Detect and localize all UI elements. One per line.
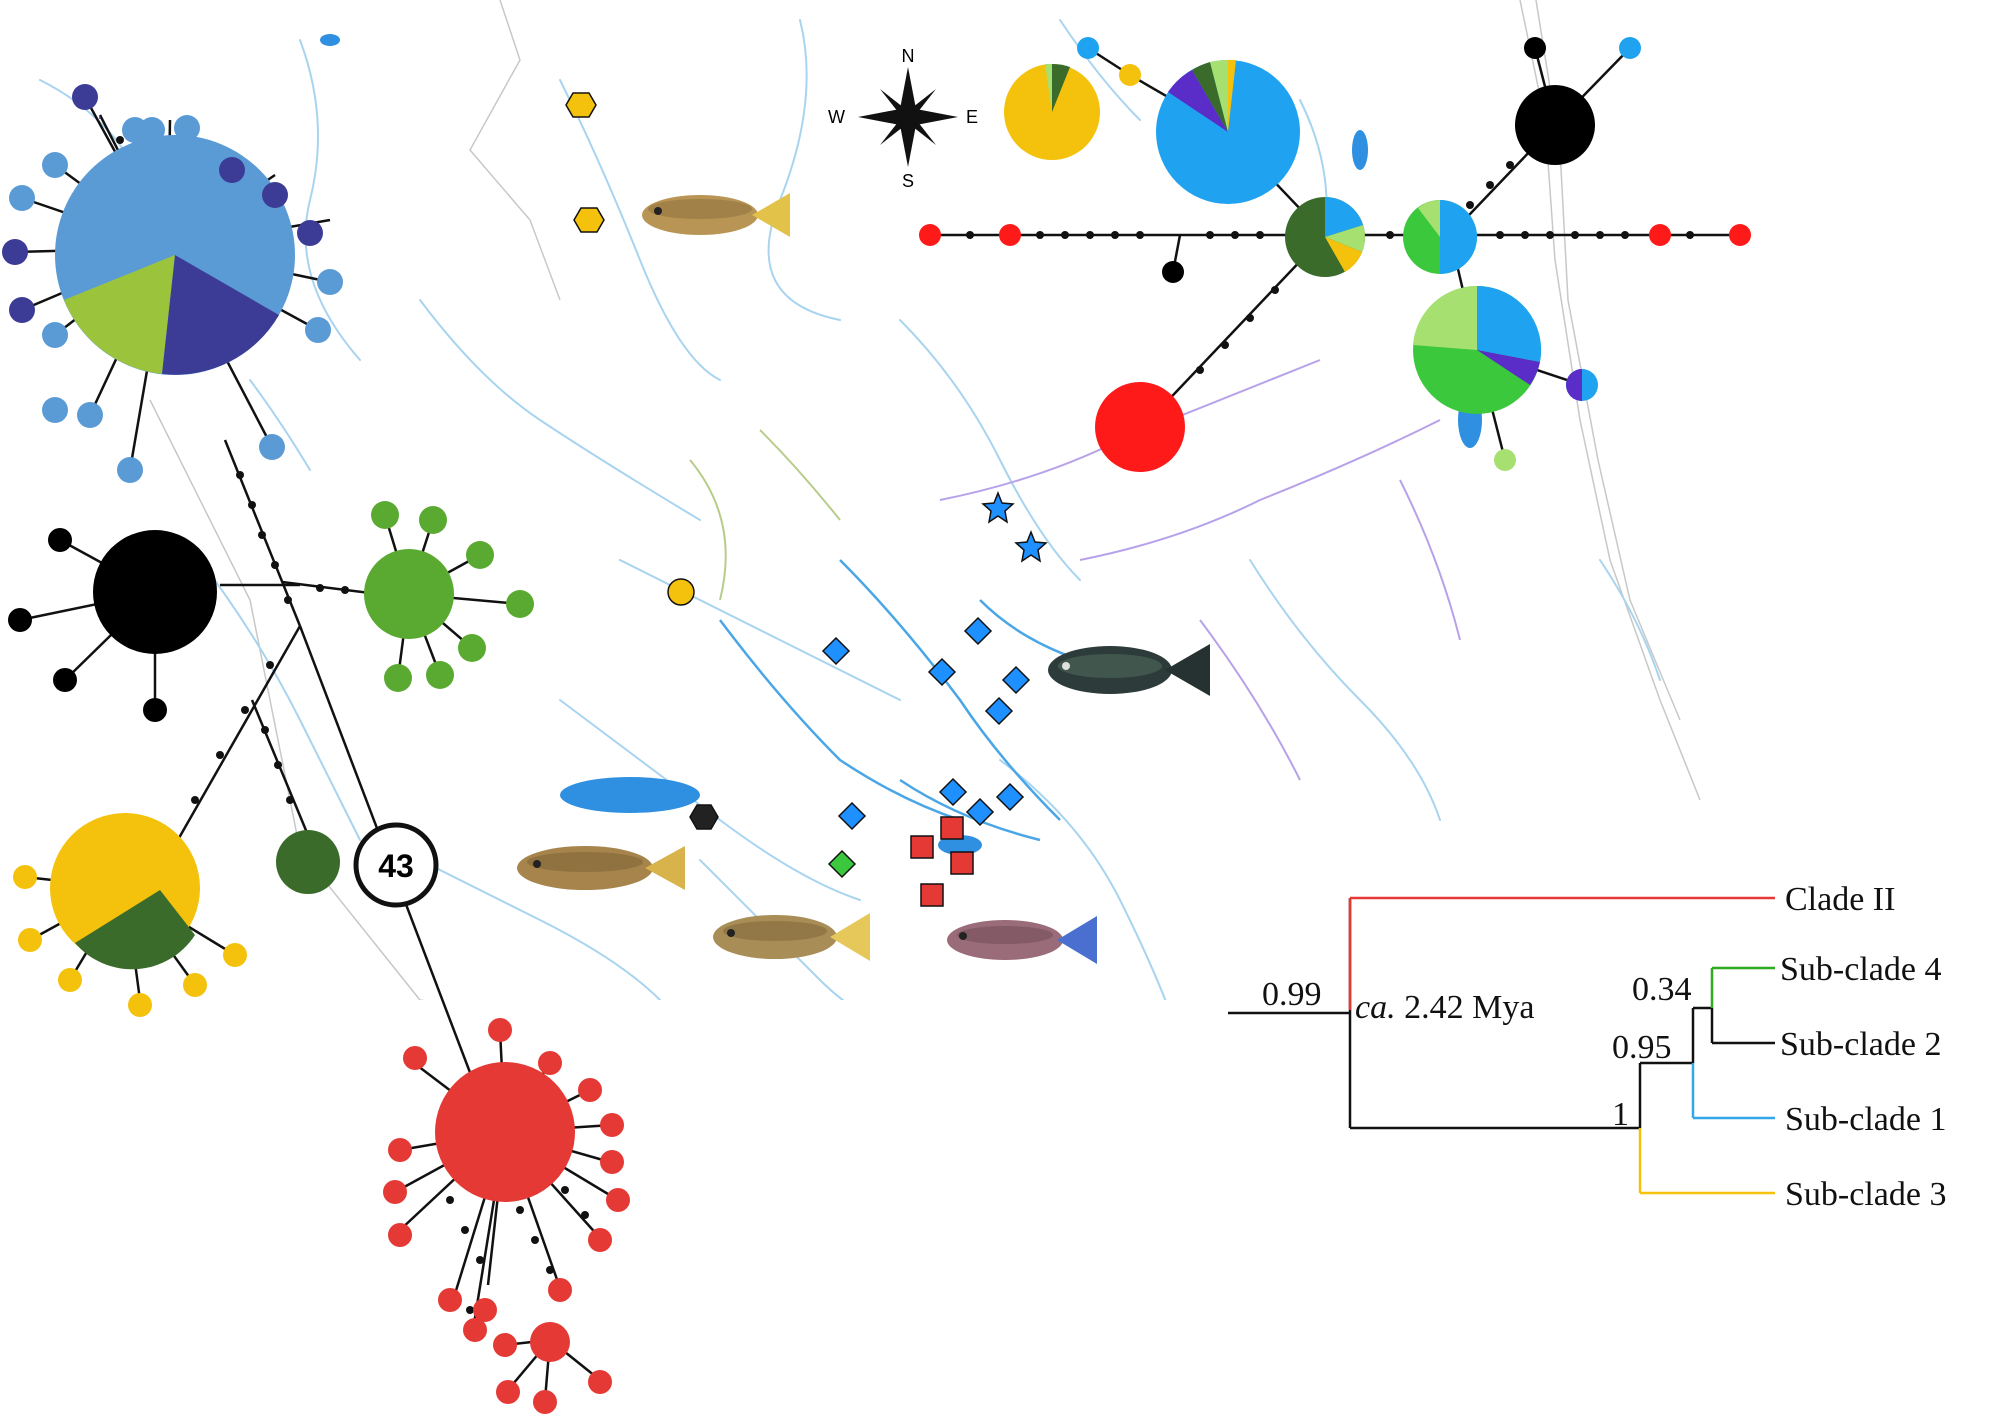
haplotype-pie-yellow [50, 813, 200, 970]
right-haplotype-black-small [1524, 37, 1546, 59]
clade-label-subclade-1: Sub-clade 1 [1785, 1101, 1946, 1138]
support-root: 0.99 [1262, 976, 1322, 1013]
right-haplotype-blue-small [1077, 37, 1099, 59]
square-marker-icon [920, 883, 944, 907]
right-pie-greenblue [1403, 200, 1477, 274]
tree-labels: Clade II Sub-clade 4 Sub-clade 2 Sub-cla… [1262, 881, 1946, 1213]
haplotype-red [383, 1018, 630, 1414]
compass-e: E [966, 107, 978, 127]
rivers-olive [689, 429, 841, 601]
divergence-age-value: 2.42 Mya [1396, 989, 1535, 1026]
right-pie-green-large [1413, 285, 1542, 414]
map-background [0, 0, 1730, 1000]
support-node-subclade-4-2: 0.34 [1632, 971, 1692, 1008]
fish-illustrations [517, 193, 1210, 964]
fish-photo-icon [1048, 644, 1210, 696]
clade-label-clade-ii: Clade II [1785, 881, 1895, 918]
diamond-marker-icon [827, 849, 857, 879]
right-haplotype-lightgreen-small [1494, 449, 1516, 471]
diamond-marker-icon [965, 797, 995, 827]
right-haplotype-yellow-small [1119, 64, 1141, 86]
diamond-marker-icon [963, 616, 993, 646]
square-marker-icon [910, 835, 934, 859]
right-pie-darkgreen [1285, 197, 1365, 277]
diamond-marker-icon [938, 777, 968, 807]
circle-marker-icon [667, 578, 695, 606]
map-panel [0, 0, 1730, 1081]
support-node-subclade-3: 1 [1612, 1096, 1629, 1133]
hexagon-marker-icon [689, 804, 719, 830]
lake-north [1352, 130, 1368, 170]
haplotype-darkgreen [276, 830, 340, 894]
right-haplotype-network [919, 37, 1751, 472]
compass-s: S [902, 171, 914, 191]
diamond-marker-icon [927, 657, 957, 687]
clade-label-subclade-3: Sub-clade 3 [1785, 1176, 1946, 1213]
haplotype-black [8, 528, 217, 722]
star-marker-icon [1014, 529, 1048, 563]
right-pie-small-violet [1566, 369, 1598, 401]
diamond-marker-icon [837, 801, 867, 831]
diamond-marker-icon [984, 696, 1014, 726]
haplotype-satellites-yellow [13, 865, 247, 1017]
support-node-subclade-1: 0.95 [1612, 1029, 1672, 1066]
mutation-count-badge: 43 [353, 822, 439, 908]
haplotype-pie-blue [55, 135, 295, 375]
fish-photo-icon [517, 846, 685, 890]
lake-west [320, 34, 340, 46]
right-haplotype-black [1515, 85, 1595, 165]
haplotype-satellites-blue [2, 84, 343, 483]
compass-rose-icon: N S E W [828, 46, 978, 191]
lake-large [560, 777, 700, 813]
star-marker-icon [981, 490, 1015, 524]
lake-small [938, 835, 982, 855]
divergence-age: ca. 2.42 Mya [1355, 989, 1534, 1026]
fish-photo-icon [947, 916, 1097, 964]
diamond-marker-icon [995, 782, 1025, 812]
compass-n: N [902, 46, 915, 66]
divergence-age-prefix: ca. [1355, 989, 1396, 1026]
square-marker-icon [940, 816, 964, 840]
right-pie-yellow [1004, 63, 1100, 160]
haplotype-green [364, 501, 534, 692]
right-pie-sky [1156, 59, 1300, 204]
compass-w: W [828, 107, 845, 127]
clade-label-subclade-4: Sub-clade 4 [1780, 951, 1941, 988]
right-haplotype-sky-small [1619, 37, 1641, 59]
square-marker-icon [950, 851, 974, 875]
rivers [39, 19, 1661, 1041]
right-haplotype-red [919, 224, 1751, 472]
hexagon-marker-icon [573, 207, 605, 233]
phylogenetic-tree [1228, 896, 1775, 1195]
diamond-marker-icon [821, 636, 851, 666]
fish-photo-icon [713, 913, 870, 961]
site-markers [565, 92, 1048, 907]
diamond-marker-icon [1001, 665, 1031, 695]
clade-label-subclade-2: Sub-clade 2 [1780, 1026, 1941, 1063]
fish-photo-icon [642, 193, 790, 237]
hexagon-marker-icon [565, 92, 597, 118]
left-haplotype-network: 43 [2, 84, 630, 1414]
right-haplotype-small-black [1162, 261, 1184, 283]
mutation-count-text: 43 [378, 848, 414, 884]
